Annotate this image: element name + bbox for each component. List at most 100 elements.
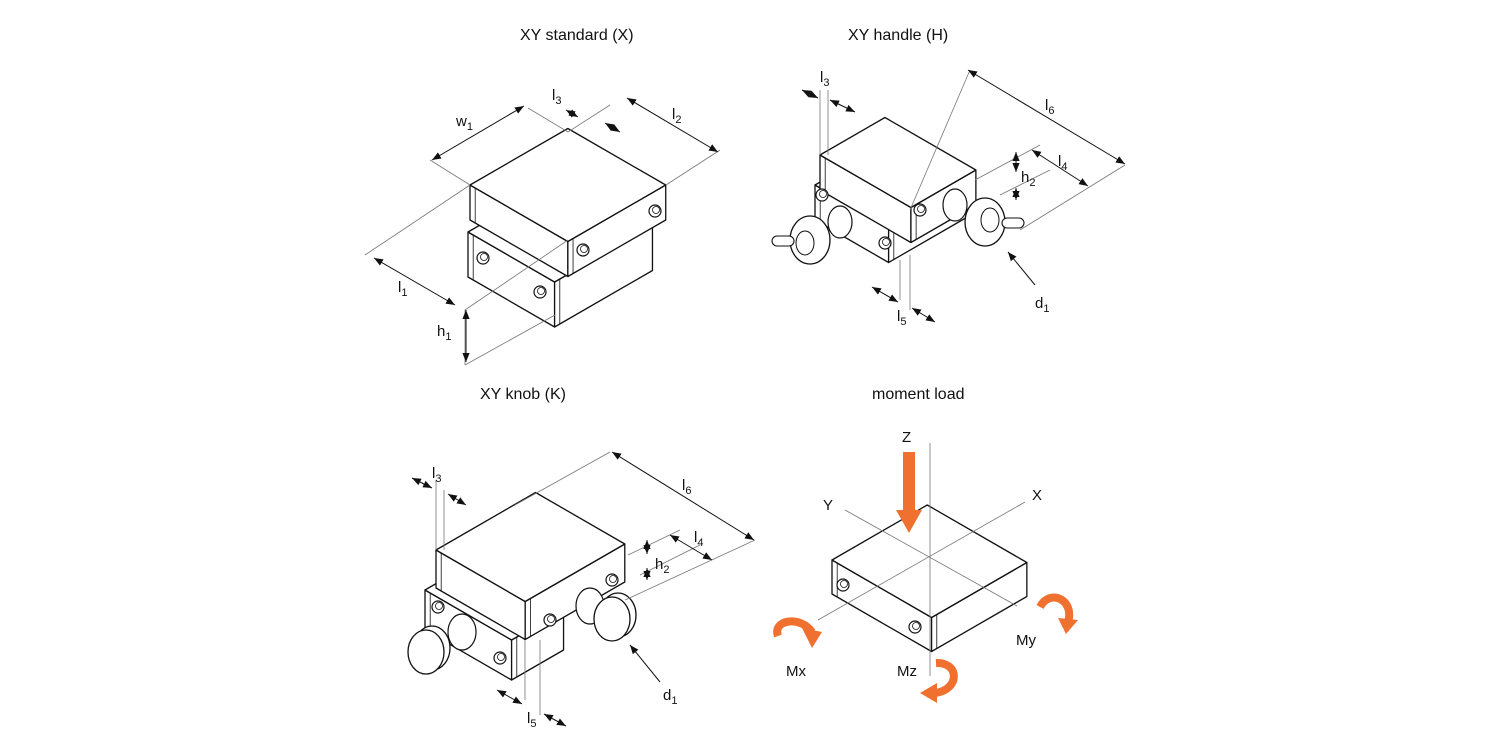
screw-icon <box>648 204 662 218</box>
moment-label-mz: Mz <box>897 663 917 680</box>
title-moment-load: moment load <box>872 386 965 403</box>
screw-icon <box>840 580 848 588</box>
moment-label-my: My <box>1016 632 1036 649</box>
label-l2: l2 <box>672 106 681 126</box>
knob-cap <box>407 629 445 675</box>
screw-icon <box>493 651 507 665</box>
y-axis <box>844 509 1018 607</box>
dimension-l5 <box>871 286 899 303</box>
label-l3: l3 <box>820 69 829 89</box>
ext-line <box>514 451 611 506</box>
title-xy-knob: XY knob (K) <box>480 386 566 403</box>
dimension-l5 <box>543 713 567 727</box>
screw-icon <box>537 287 545 295</box>
ext-line <box>464 314 556 366</box>
screw-icon <box>836 578 850 592</box>
ext-line <box>429 159 471 186</box>
label-l6: l6 <box>682 477 691 497</box>
label-d1: d1 <box>1035 295 1049 315</box>
screw-icon <box>605 573 619 587</box>
label-h1: h1 <box>437 323 451 343</box>
handle-grip <box>1001 217 1025 229</box>
moment-block-top <box>831 504 1028 619</box>
label-l5: l5 <box>897 308 906 328</box>
ext-line <box>464 239 569 311</box>
ext-line <box>909 69 971 211</box>
label-h2: h2 <box>1021 169 1035 189</box>
ext-line <box>1019 164 1126 231</box>
screw-icon <box>913 203 927 217</box>
dimension-l6 <box>611 451 755 541</box>
dimension-l6 <box>967 69 1126 165</box>
label-l1: l1 <box>398 279 407 299</box>
axis-label-z: Z <box>902 429 911 446</box>
screw-icon <box>533 285 547 299</box>
moment-arrow-my-icon <box>1058 618 1078 634</box>
axis-label-y: Y <box>823 497 833 514</box>
upper-stage-top <box>435 491 626 603</box>
handle-hub <box>827 205 853 239</box>
upper-stage-top <box>819 116 977 209</box>
label-l5: l5 <box>527 710 536 730</box>
dimension-l3 <box>565 109 579 118</box>
knob-hub <box>447 613 477 651</box>
title-xy-standard: XY standard (X) <box>520 27 634 44</box>
ext-line <box>624 539 756 601</box>
dimension-l5 <box>496 689 523 705</box>
knob-cap <box>593 596 631 642</box>
moment-arrow-mz-icon <box>920 683 937 703</box>
screw-icon <box>435 602 443 610</box>
dimension-l1 <box>373 257 456 306</box>
label-l4: l4 <box>694 529 703 549</box>
handle-wheel <box>795 230 815 256</box>
moment-arrow-mx-icon <box>802 628 822 648</box>
label-h2: h2 <box>655 556 669 576</box>
ext-line <box>567 104 611 133</box>
dimension-l3 <box>411 477 433 489</box>
ext-line <box>665 149 721 186</box>
moment-label-mx: Mx <box>786 663 806 680</box>
dimension-l2 <box>626 97 719 153</box>
drawings <box>364 69 1126 727</box>
dimension-l4 <box>1031 149 1089 187</box>
ext-line <box>364 184 471 256</box>
handle-grip <box>771 235 795 247</box>
screw-icon <box>547 615 555 623</box>
screw-icon <box>480 253 488 261</box>
label-l3: l3 <box>552 87 561 107</box>
screw-icon <box>882 238 890 246</box>
label-l4: l4 <box>1058 153 1067 173</box>
label-l3: l3 <box>432 465 441 485</box>
ext-line <box>527 107 569 133</box>
dimension-l4 <box>669 534 713 561</box>
screw-icon <box>497 653 505 661</box>
label-l6: l6 <box>1045 97 1054 117</box>
screw-icon <box>815 188 829 202</box>
ext-line <box>974 144 1041 181</box>
x-axis <box>817 501 1026 621</box>
ext-line <box>627 529 681 556</box>
screw-icon <box>912 622 920 630</box>
dimension-l3 <box>604 122 621 133</box>
screw-icon <box>917 205 925 213</box>
screw-icon <box>878 236 892 250</box>
label-d1: d1 <box>663 687 677 707</box>
force-arrow-z-icon <box>896 452 922 533</box>
ext-line <box>639 544 701 576</box>
axis-label-x: X <box>1032 487 1042 504</box>
label-w1: w1 <box>455 113 473 133</box>
handle-wheel <box>980 207 1000 233</box>
screw-icon <box>431 600 445 614</box>
leader-d1 <box>629 644 661 683</box>
dimension-l3 <box>447 493 467 506</box>
title-xy-handle: XY handle (H) <box>848 27 948 44</box>
screw-icon <box>609 575 617 583</box>
dimension-l3 <box>829 99 856 113</box>
moment-arrow-my-icon <box>1036 593 1074 624</box>
screw-icon <box>652 206 660 214</box>
screw-icon <box>543 613 557 627</box>
handle-hub <box>942 188 968 222</box>
dimension-l3 <box>801 89 819 99</box>
